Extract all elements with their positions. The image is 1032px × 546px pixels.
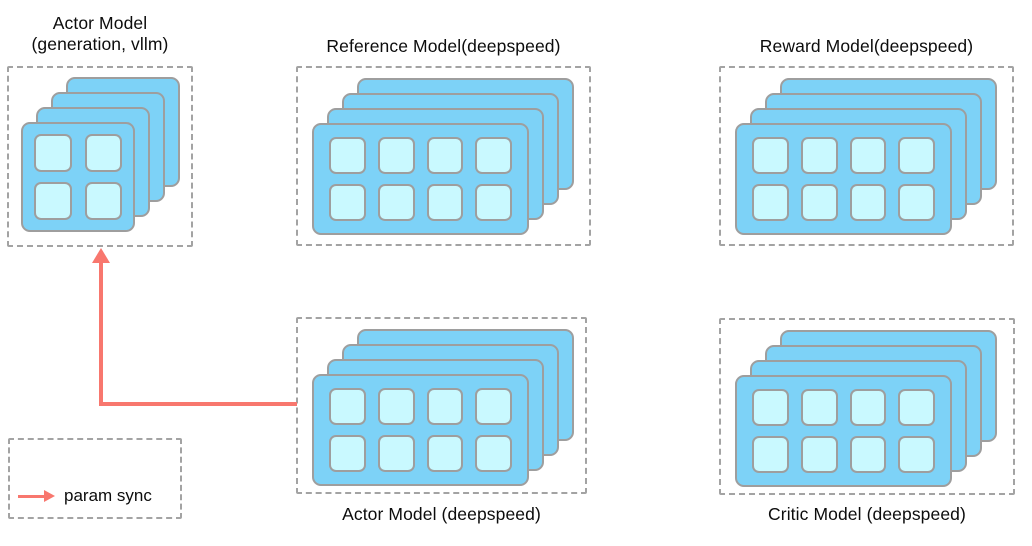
gpu-square <box>84 182 122 220</box>
gpu-square <box>329 137 366 174</box>
param-sync-arrow-horizontal <box>99 402 297 406</box>
gpu-square <box>84 134 122 172</box>
right-arrow-icon <box>44 490 55 502</box>
legend-label: param sync <box>64 486 152 505</box>
gpu-card-front <box>312 374 529 486</box>
gpu-square <box>377 184 415 221</box>
gpu-square <box>329 388 366 425</box>
model-title-line: (generation, vllm) <box>31 34 169 54</box>
gpu-square <box>329 435 366 472</box>
gpu-square <box>377 388 415 425</box>
model-title-actor-deepspeed: Actor Model (deepspeed) <box>296 504 587 525</box>
gpu-square <box>898 389 935 426</box>
gpu-stack-actor-deepspeed <box>312 329 574 486</box>
gpu-stack-actor-vllm <box>21 77 180 232</box>
legend-box: param sync <box>8 438 182 519</box>
gpu-stack-critic <box>735 330 997 487</box>
gpu-card-front <box>312 123 529 235</box>
gpu-square <box>475 435 512 472</box>
model-title-line: Actor Model (deepspeed) <box>342 504 541 524</box>
gpu-square <box>800 184 838 221</box>
gpu-square <box>752 137 789 174</box>
gpu-card-front <box>21 122 135 232</box>
gpu-square <box>34 134 72 172</box>
model-title-actor-vllm: Actor Model (generation, vllm) <box>2 13 198 55</box>
model-box-reward <box>719 66 1014 246</box>
gpu-square <box>898 436 935 473</box>
gpu-square <box>377 137 415 174</box>
gpu-square <box>329 184 366 221</box>
gpu-square <box>475 388 512 425</box>
model-title-reward: Reward Model(deepspeed) <box>719 36 1014 57</box>
gpu-stack-reference <box>312 78 574 235</box>
model-title-line: Reward Model(deepspeed) <box>759 36 974 56</box>
gpu-square <box>800 389 838 426</box>
model-title-line: Actor Model <box>52 13 148 33</box>
gpu-square <box>849 389 887 426</box>
gpu-square <box>475 184 512 221</box>
gpu-card-front <box>735 375 952 487</box>
gpu-square <box>752 184 789 221</box>
gpu-square <box>34 182 72 220</box>
gpu-square <box>426 388 464 425</box>
gpu-square <box>898 184 935 221</box>
model-box-actor-vllm <box>7 66 193 247</box>
legend-arrow-shaft <box>18 495 45 498</box>
gpu-square <box>752 436 789 473</box>
model-title-line: Reference Model(deepspeed) <box>326 36 561 56</box>
model-title-line: Critic Model (deepspeed) <box>768 504 966 524</box>
model-box-actor-deepspeed <box>296 317 587 494</box>
gpu-square <box>800 137 838 174</box>
model-box-reference <box>296 66 591 246</box>
gpu-square <box>426 184 464 221</box>
gpu-square <box>800 436 838 473</box>
gpu-square <box>752 389 789 426</box>
gpu-square <box>849 137 887 174</box>
gpu-square <box>898 137 935 174</box>
gpu-square <box>849 184 887 221</box>
gpu-stack-reward <box>735 78 997 235</box>
param-sync-arrow-vertical <box>99 261 103 404</box>
model-box-critic <box>719 318 1015 495</box>
param-sync-arrowhead-icon <box>92 248 110 263</box>
gpu-square <box>426 435 464 472</box>
model-title-critic: Critic Model (deepspeed) <box>719 504 1015 525</box>
gpu-square <box>475 137 512 174</box>
gpu-square <box>377 435 415 472</box>
gpu-square <box>426 137 464 174</box>
gpu-square <box>849 436 887 473</box>
gpu-card-front <box>735 123 952 235</box>
model-title-reference: Reference Model(deepspeed) <box>296 36 591 57</box>
